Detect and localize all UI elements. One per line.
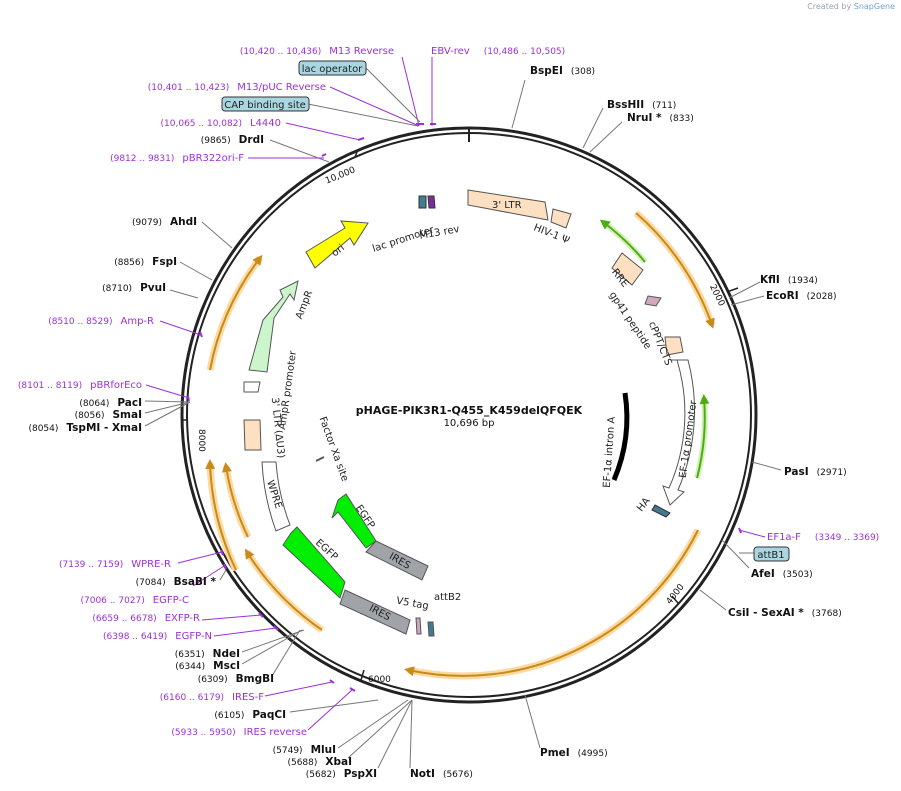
site-fspi: (8856)FspI <box>114 256 177 268</box>
site-labels: BspEI(308) BssHII(711) NruI *(833) KflI(… <box>28 65 846 780</box>
site-bsabi: (7084)BsaBI * <box>136 576 217 588</box>
feature-label-ef1a-promoter: EF-1α promoter <box>678 399 700 479</box>
site-ecori: EcoRI(2028) <box>766 290 837 302</box>
orf-arrow-left-mid <box>222 465 252 539</box>
feature-label-v5-tag: V5 tag <box>395 596 429 613</box>
tick-label-4000: 4000 <box>665 582 687 606</box>
site-msci: (6344)MscI <box>175 660 240 672</box>
primer-l4440: (10,065 .. 10,082)L4440 <box>161 118 281 129</box>
tick-label-8000: 8000 <box>196 429 206 452</box>
credit-prefix: Created by <box>807 2 852 11</box>
primer-ebv-rev: EBV-rev(10,486 .. 10,505) <box>431 46 565 57</box>
site-bmgbi: (6309)BmgBI <box>198 673 274 685</box>
site-bsshii: BssHII(711) <box>607 99 676 111</box>
site-mlui: (5749)MluI <box>273 744 336 756</box>
feature-egfp-inner: EGFP <box>331 493 377 549</box>
site-paci: (8064)PacI <box>79 397 142 409</box>
site-tspmi-xmai: (8054)TspMI - XmaI <box>28 422 142 434</box>
box-lac-operator <box>298 60 367 76</box>
snapgene-credit: Created by SnapGene <box>807 2 895 11</box>
site-pmei: PmeI(4995) <box>540 747 608 759</box>
feature-ha: HA <box>635 496 671 518</box>
feature-label-ha: HA <box>635 496 653 514</box>
site-afei: AfeI(3503) <box>751 568 813 580</box>
orf-arrow-right-top <box>633 210 716 327</box>
feature-ampr: AmpR <box>248 280 315 373</box>
primer-wpre-r: (7139 .. 7159)WPRE-R <box>59 559 171 570</box>
site-ahdi: (9079)AhdI <box>132 216 197 228</box>
site-pspxi: (5682)PspXI <box>306 768 377 780</box>
boxed-labels: lac operator CAP binding site attB1 <box>221 60 790 562</box>
tick-8000: 8000 <box>181 419 206 452</box>
site-drdi: (9865)DrdI <box>201 134 264 146</box>
primer-labels: (10,420 .. 10,436)M13 Reverse EBV-rev(10… <box>18 46 879 738</box>
primer-amp-r: (8510 .. 8529)Amp-R <box>48 316 154 327</box>
site-paqci: (6105)PaqCI <box>214 709 286 721</box>
site-pasi: PasI(2971) <box>784 466 847 478</box>
feature-3ltr: 3' LTR <box>467 189 549 221</box>
box-label-cap-binding-site: CAP binding site <box>224 100 306 111</box>
primer-egfp-c: (7006 .. 7027)EGFP-C <box>80 595 189 606</box>
primer-pbr322ori-f: (9812 .. 9831)pBR322ori-F <box>110 153 244 164</box>
feature-label-3ltr: 3' LTR <box>492 200 522 211</box>
tick-label-6000: 6000 <box>368 675 391 685</box>
site-pvui: (8710)PvuI <box>102 282 166 294</box>
box-label-attb1: attB1 <box>757 550 784 561</box>
feature-label-attb2: attB2 <box>434 592 461 603</box>
feature-label-ampr: AmpR <box>294 289 315 321</box>
primer-m13-reverse: (10,420 .. 10,436)M13 Reverse <box>240 46 394 57</box>
primer-leaders <box>145 56 766 731</box>
feature-attb2: attB2 <box>427 592 461 637</box>
orf-arrows <box>205 210 716 680</box>
feature-label-gp41: gp41 peptide <box>607 290 653 351</box>
site-noti: NotI(5676) <box>410 768 473 780</box>
feature-wpre: WPRE <box>261 461 291 532</box>
site-nrui: NruI *(833) <box>627 112 694 124</box>
primer-egfp-n: (6398 .. 6419)EGFP-N <box>103 631 212 642</box>
feature-ef1a-promoter: EF-1α promoter <box>662 359 700 506</box>
primer-pbrforeco: (8101 .. 8119)pBRforEco <box>18 380 142 391</box>
feature-ef1a-intron: EF-1α intron A <box>602 392 630 488</box>
feature-egfp-outer: EGFP <box>282 526 346 599</box>
feature-lac-promoter: lac promoter <box>371 195 436 255</box>
feature-ori: ori <box>305 220 369 269</box>
tick-label-2000: 2000 <box>707 283 726 308</box>
box-label-lac-operator: lac operator <box>302 64 363 75</box>
feature-3ltr-du3: 3' LTR (ΔU3) <box>243 397 286 459</box>
feature-factor-xa: Factor Xa site <box>315 415 350 483</box>
feature-rre: RRE <box>609 252 644 290</box>
site-xbai: (5688)XbaI <box>287 756 352 768</box>
snapgene-logo: SnapGene <box>853 2 895 11</box>
tick-4000: 4000 <box>665 582 687 606</box>
tick-label-10000: 10,000 <box>324 165 357 186</box>
box-attb1 <box>753 546 790 562</box>
tick-6000: 6000 <box>360 669 391 685</box>
plasmid-title: pHAGE-PIK3R1-Q455_K459delQFQEK <box>356 404 583 417</box>
site-smai: (8056)SmaI <box>75 409 142 421</box>
feature-ires-inner: IRES <box>365 540 429 581</box>
box-cap-binding-site <box>221 96 310 112</box>
feature-label-ef1a-intron: EF-1α intron A <box>602 416 618 488</box>
primer-marks <box>187 123 742 692</box>
green-arrows <box>599 219 710 479</box>
primer-m13-puc-reverse: (10,401 .. 10,423)M13/pUC Reverse <box>148 82 326 93</box>
primer-ires-reverse: (5933 .. 5950)IRES reverse <box>171 727 307 738</box>
feature-label-factor-xa: Factor Xa site <box>316 415 350 483</box>
site-bspei: BspEI(308) <box>530 65 595 77</box>
site-kfli: KflI(1934) <box>760 274 818 286</box>
primer-ef1a-f: EF1a-F(3349 .. 3369) <box>767 532 879 543</box>
site-csii-sexai: CsiI - SexAI *(3768) <box>728 607 842 619</box>
site-ndei: (6351)NdeI <box>175 648 240 660</box>
primer-ires-f: (6160 .. 6179)IRES-F <box>160 692 264 703</box>
site-leaders <box>144 79 782 769</box>
plasmid-length: 10,696 bp <box>444 418 495 429</box>
primer-exfp-r: (6659 .. 6678)EXFP-R <box>92 613 200 624</box>
